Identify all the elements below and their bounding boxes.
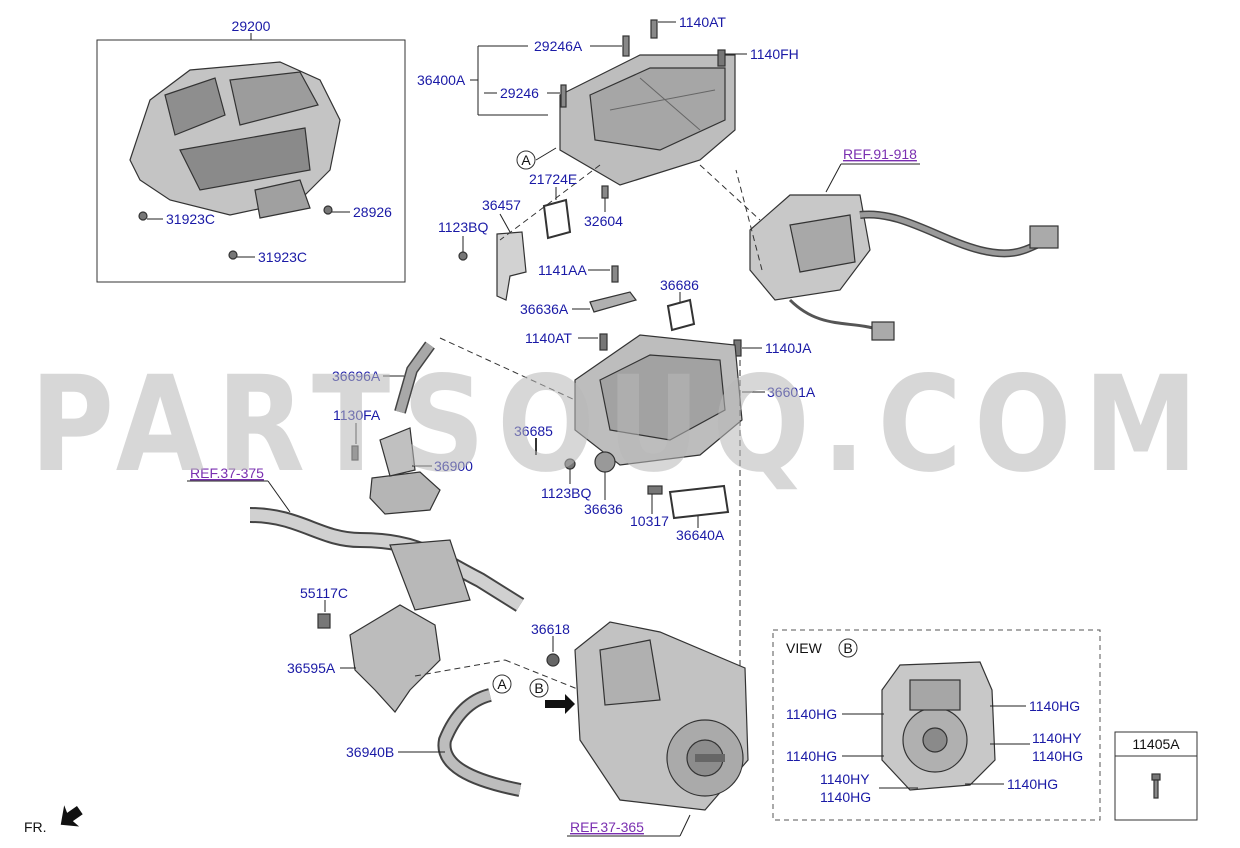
inverter-upper-group [458, 19, 761, 301]
label-1141aa[interactable]: 1141AA [538, 262, 587, 278]
bolt-31923c-left[interactable] [138, 211, 148, 221]
gasket-36640a[interactable] [668, 484, 730, 520]
bolt-11405a-icon [1151, 773, 1161, 781]
view-b-frame [772, 629, 1101, 821]
view-circle-b: B [843, 640, 852, 656]
label-1140at-a[interactable]: 1140AT [679, 14, 726, 30]
label-36618[interactable]: 36618 [531, 621, 570, 637]
label-view-1140hg-4[interactable]: 1140HG [1032, 748, 1083, 764]
label-36595a[interactable]: 36595A [287, 660, 336, 676]
bolt-28926[interactable] [323, 205, 333, 215]
fr-arrow-icon [60, 805, 83, 827]
view-b-arrow-icon [545, 694, 575, 714]
gasket-36686[interactable] [666, 298, 696, 332]
label-32604[interactable]: 32604 [584, 213, 623, 229]
fr-label: FR. [24, 819, 47, 835]
label-55117c[interactable]: 55117C [300, 585, 348, 601]
harness-connector[interactable] [1029, 225, 1059, 249]
watermark: PARTSOUQ.COM [30, 348, 1210, 502]
label-29200[interactable]: 29200 [232, 18, 271, 34]
label-view-1140hy-1[interactable]: 1140HY [1032, 730, 1082, 746]
label-view-1140hg-5[interactable]: 1140HG [820, 789, 871, 805]
label-29246a[interactable]: 29246A [534, 38, 583, 54]
label-10317[interactable]: 10317 [630, 513, 669, 529]
bolt-55117c[interactable] [317, 613, 331, 629]
inverter-lower-group [439, 265, 765, 668]
circle-a-upper: A [521, 152, 531, 168]
label-36900[interactable]: 36900 [434, 458, 473, 474]
label-1140ja[interactable]: 1140JA [765, 340, 812, 356]
circle-b: B [534, 680, 543, 696]
label-36457[interactable]: 36457 [482, 197, 521, 213]
label-1140fh[interactable]: 1140FH [750, 46, 799, 62]
bolt-1123bq-upper[interactable] [458, 251, 468, 261]
label-36636[interactable]: 36636 [584, 501, 623, 517]
bolt-29246a[interactable] [622, 35, 630, 57]
label-28926[interactable]: 28926 [353, 204, 392, 220]
pump-group [187, 341, 581, 797]
label-1140at-b[interactable]: 1140AT [525, 330, 572, 346]
ref-37-375-link[interactable]: REF.37-375 [190, 465, 264, 481]
label-21724e[interactable]: 21724E [529, 171, 577, 187]
harness-group [735, 163, 1059, 341]
pump-36900[interactable] [369, 471, 441, 515]
nut-36618[interactable] [546, 653, 560, 667]
view-b-title: VIEW [786, 640, 823, 656]
pin-29246[interactable] [560, 84, 567, 108]
label-31923c-a[interactable]: 31923C [166, 211, 215, 227]
part-labels: 29200 31923C 28926 31923C 29246A 1140AT … [166, 14, 1180, 805]
part-11405a-frame [1114, 731, 1198, 821]
bracket-36457[interactable] [496, 231, 527, 301]
label-36636a[interactable]: 36636A [520, 301, 569, 317]
label-36686[interactable]: 36686 [660, 277, 699, 293]
callout-circles: A A B B [492, 150, 858, 698]
bolt-1140at-top[interactable] [650, 19, 658, 39]
label-36696a[interactable]: 36696A [332, 368, 381, 384]
ref-37-365-link[interactable]: REF.37-365 [570, 819, 644, 835]
label-view-1140hg-2[interactable]: 1140HG [786, 748, 837, 764]
label-1123bq-b[interactable]: 1123BQ [541, 485, 591, 501]
part-11405a-group [1114, 731, 1198, 821]
label-view-1140hg-6[interactable]: 1140HG [1007, 776, 1058, 792]
hose-assembly[interactable] [249, 507, 525, 612]
circle-a-lower: A [497, 676, 507, 692]
bracket-36595a[interactable] [349, 604, 441, 713]
label-36400a[interactable]: 36400A [417, 72, 466, 88]
bolt-1140at-mid[interactable] [599, 333, 608, 351]
plate-36636a[interactable] [589, 291, 638, 313]
bolt-31923c-bottom[interactable] [228, 250, 238, 260]
label-36940b[interactable]: 36940B [346, 744, 394, 760]
engine-cover-group [96, 33, 406, 283]
label-1130fa[interactable]: 1130FA [333, 407, 381, 423]
label-29246[interactable]: 29246 [500, 85, 539, 101]
bolt-32604[interactable] [601, 185, 609, 199]
label-11405a[interactable]: 11405A [1132, 736, 1180, 752]
bolt-1140fh[interactable] [717, 49, 726, 67]
label-31923c-b[interactable]: 31923C [258, 249, 307, 265]
label-1123bq-a[interactable]: 1123BQ [438, 219, 488, 235]
bolt-10317[interactable] [647, 485, 663, 495]
bolt-1141aa[interactable] [611, 265, 619, 283]
ref-91-918-link[interactable]: REF.91-918 [843, 146, 917, 162]
motor-group [545, 621, 749, 837]
view-b-group [772, 629, 1101, 821]
label-36640a[interactable]: 36640A [676, 527, 725, 543]
label-36685[interactable]: 36685 [514, 423, 553, 439]
label-view-1140hy-2[interactable]: 1140HY [820, 771, 870, 787]
label-36601a[interactable]: 36601A [767, 384, 816, 400]
bolt-1130fa[interactable] [351, 445, 359, 461]
label-view-1140hg-3[interactable]: 1140HG [1029, 698, 1080, 714]
gasket-21724e[interactable] [542, 198, 572, 240]
label-view-1140hg-1[interactable]: 1140HG [786, 706, 837, 722]
